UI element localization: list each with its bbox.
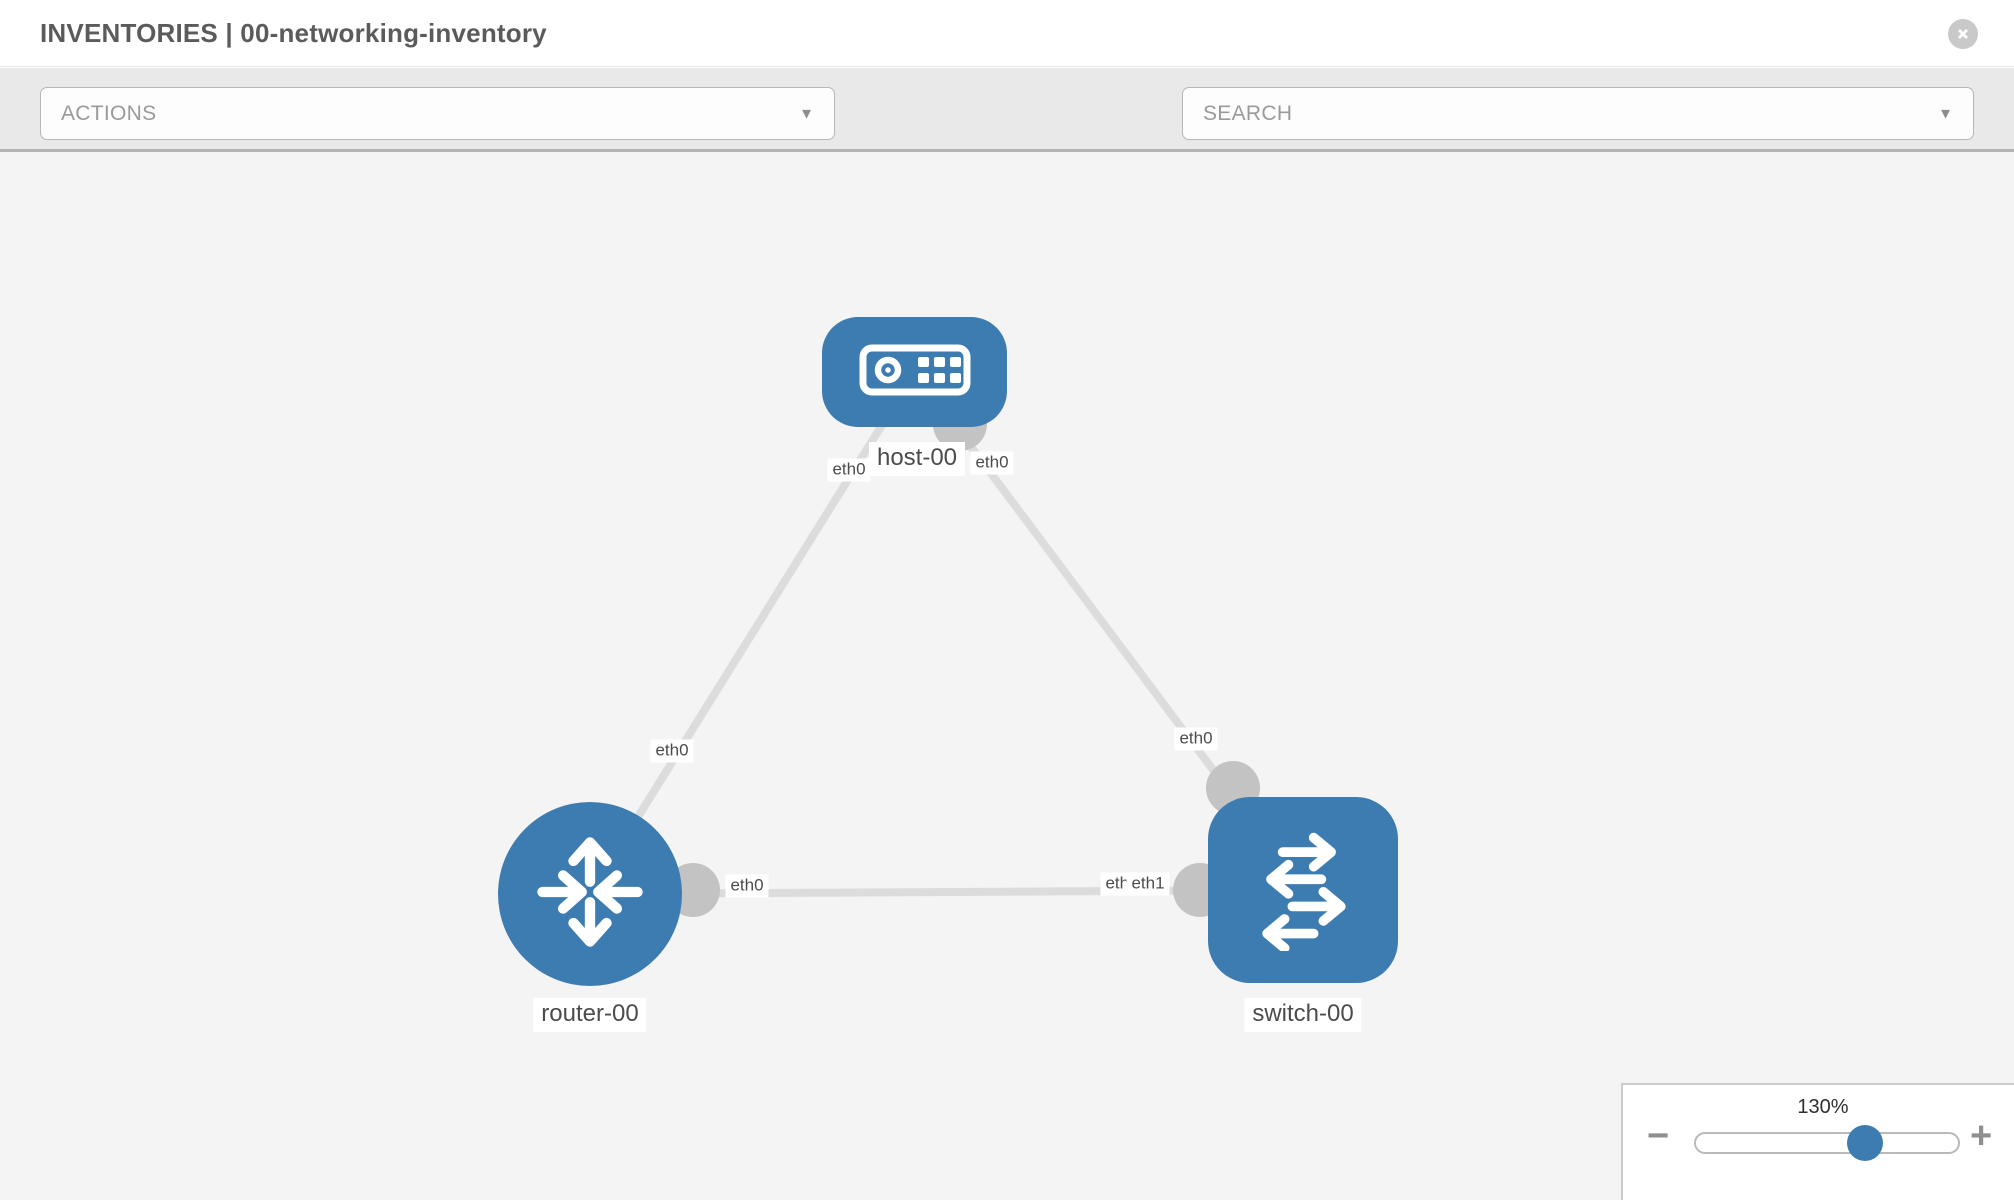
search-dropdown[interactable]: SEARCH ▼ [1182, 87, 1974, 140]
toolbar: ACTIONS ▼ SEARCH ▼ [0, 68, 2014, 193]
node-router-00[interactable] [498, 802, 682, 986]
iface-label-router-host-host-side: eth0 [827, 458, 871, 482]
links-layer [586, 369, 1307, 898]
iface-label-router-switch-switch-side: eth1 [1126, 872, 1170, 896]
iface-label-router-switch-router-side: eth0 [725, 874, 769, 898]
iface-label-router-host-router-side: eth0 [650, 739, 694, 763]
zoom-in-button[interactable]: + [1970, 1115, 1993, 1157]
node-label-router: router-00 [533, 998, 647, 1032]
zoom-out-button[interactable]: − [1647, 1115, 1670, 1157]
node-label-host: host-00 [868, 442, 966, 476]
zoom-level-readout: 130% [1797, 1096, 1849, 1118]
zoom-slider-knob[interactable] [1847, 1125, 1883, 1161]
zoom-panel: 130% − + [1621, 1083, 2014, 1200]
switch-icon [1240, 825, 1366, 956]
page-title: INVENTORIES | 00-networking-inventory [40, 18, 547, 48]
node-switch-00[interactable] [1208, 797, 1398, 983]
actions-dropdown-label: ACTIONS [61, 101, 157, 125]
router-icon [528, 830, 652, 959]
search-dropdown-label: SEARCH [1203, 101, 1293, 125]
topology-canvas[interactable]: host-00 router-00 switch-00 eth0 eth0 et… [0, 152, 2014, 1200]
close-button[interactable] [1948, 19, 1978, 49]
header-bar: INVENTORIES | 00-networking-inventory [0, 0, 2014, 67]
node-host-00[interactable] [822, 317, 1007, 427]
iface-label-host-switch-host-side: eth0 [970, 451, 1014, 475]
iface-label-host-switch-switch-side: eth0 [1174, 727, 1218, 751]
node-label-switch: switch-00 [1244, 998, 1362, 1032]
chevron-down-icon: ▼ [1938, 105, 1953, 122]
host-icon [859, 344, 971, 401]
actions-dropdown[interactable]: ACTIONS ▼ [40, 87, 835, 140]
close-icon [1955, 26, 1971, 42]
chevron-down-icon: ▼ [799, 105, 814, 122]
zoom-slider-track[interactable] [1694, 1132, 1960, 1154]
